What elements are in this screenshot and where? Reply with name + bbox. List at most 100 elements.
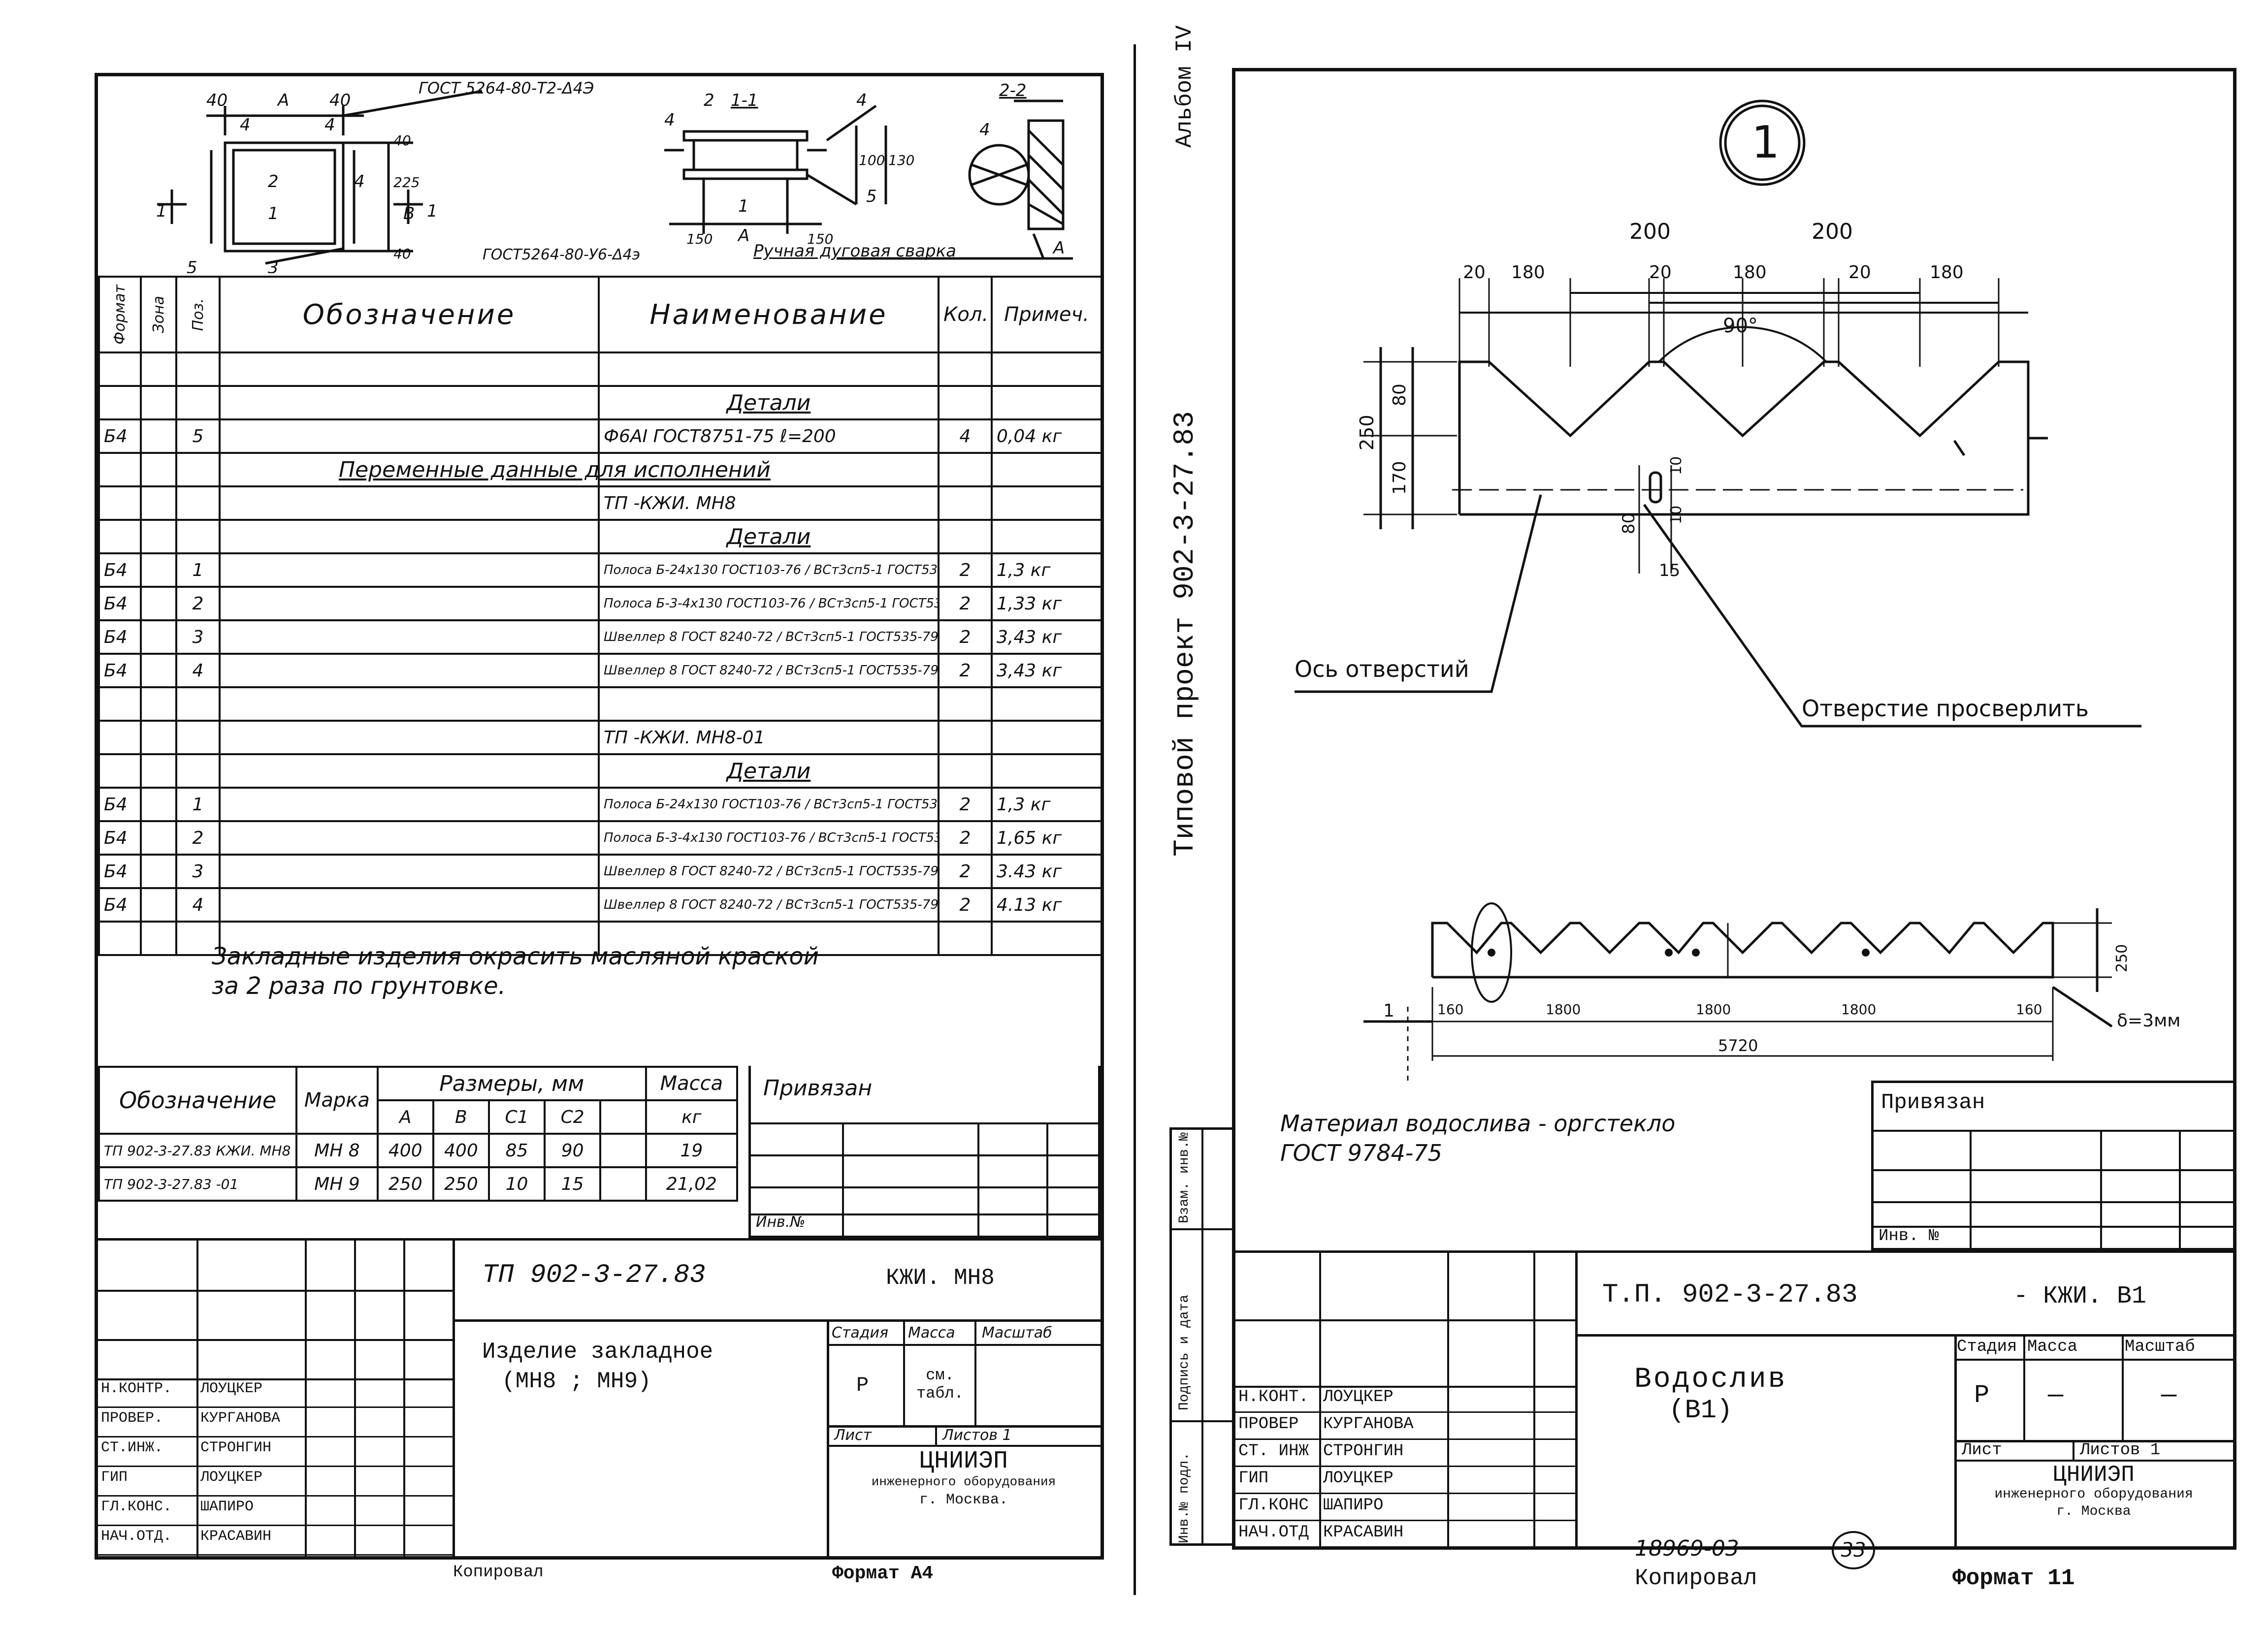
side-stamp: Взам. инв.№ Подпись и дата Инв.№ подл. xyxy=(1169,1127,1232,1546)
svg-text:1: 1 xyxy=(1383,1001,1394,1021)
weir-profile xyxy=(1458,360,2030,516)
svg-text:1: 1 xyxy=(427,201,438,221)
svg-text:180: 180 xyxy=(1930,262,1964,283)
stamp-mark-right: - КЖИ. В1 xyxy=(2013,1282,2147,1310)
svg-text:130: 130 xyxy=(888,152,914,168)
svg-text:90°: 90° xyxy=(1723,315,1758,337)
svg-text:180: 180 xyxy=(1511,262,1545,283)
svg-text:1800: 1800 xyxy=(1696,1001,1731,1018)
label-3: 3 xyxy=(268,258,279,273)
copied-left: Копировал xyxy=(453,1563,544,1582)
svg-text:1: 1 xyxy=(156,201,167,221)
svg-text:4: 4 xyxy=(324,115,335,135)
svg-text:160: 160 xyxy=(2016,1001,2042,1018)
svg-text:40: 40 xyxy=(393,132,411,149)
dim-a-top: A xyxy=(277,91,289,110)
var-row: ТП 902-3-27.83 КЖИ. МН8 МН 8 400 400 85 … xyxy=(97,1133,739,1168)
material-note-2: ГОСТ 9784-75 xyxy=(1280,1140,1442,1166)
variant-table: Обозначение Марка Размеры, мм Масса A B … xyxy=(97,1066,739,1202)
col-format: Формат xyxy=(98,276,142,353)
svg-text:100: 100 xyxy=(859,152,885,168)
svg-text:1: 1 xyxy=(268,204,279,223)
var-col-mass: Масса xyxy=(645,1066,739,1101)
format-right: Формат 11 xyxy=(1952,1565,2075,1591)
page-number: 33 xyxy=(1832,1531,1875,1569)
svg-text:160: 160 xyxy=(1437,1001,1463,1018)
stamp-title-right-2: (В1) xyxy=(1669,1396,1733,1426)
var-row: ТП 902-3-27.83 -01 МН 9 250 250 10 15 21… xyxy=(97,1166,739,1202)
svg-text:80: 80 xyxy=(1619,513,1639,534)
weir-drawing: 1 200 200 20 180 20 180 20 180 90° 250 8… xyxy=(1295,99,2180,1081)
svg-text:δ=3мм: δ=3мм xyxy=(2117,1011,2180,1031)
svg-text:250: 250 xyxy=(1356,415,1378,450)
var-col-mark: Марка xyxy=(295,1066,379,1135)
svg-text:20: 20 xyxy=(1463,262,1486,283)
svg-text:4: 4 xyxy=(664,110,675,130)
col-zone: Зона xyxy=(140,276,177,353)
privyazan-box-right: Привязан Инв. № xyxy=(1871,1081,2233,1253)
svg-text:4: 4 xyxy=(979,120,990,140)
stamp-code-right: Т.П. 902-3-27.83 xyxy=(1602,1280,1858,1310)
svg-text:4: 4 xyxy=(240,115,251,135)
svg-text:4: 4 xyxy=(856,91,867,110)
circle-number: 1 xyxy=(1751,117,1780,168)
spec-row: Детали xyxy=(98,385,1102,420)
spec-row: ТП -КЖИ. МН8-01 xyxy=(98,720,1102,755)
svg-text:170: 170 xyxy=(1390,461,1410,495)
svg-text:A: A xyxy=(1052,238,1065,258)
material-note-1: Материал водослива - оргстекло xyxy=(1280,1110,1676,1137)
paint-note-2: за 2 раза по грунтовке. xyxy=(212,972,506,1000)
svg-text:1: 1 xyxy=(738,196,749,216)
svg-text:20: 20 xyxy=(1848,262,1871,283)
svg-text:2: 2 xyxy=(704,91,714,110)
label-5: 5 xyxy=(187,258,197,273)
privyazan-label: Привязан xyxy=(763,1076,873,1101)
svg-text:5: 5 xyxy=(866,187,877,206)
svg-text:40: 40 xyxy=(393,246,411,262)
signatory-row: Н.КОНТ.ЛОУЦКЕР xyxy=(1235,1386,1575,1413)
svg-text:20: 20 xyxy=(1649,262,1672,283)
album-label: Альбом IV xyxy=(1172,25,1198,148)
left-sheet xyxy=(95,73,1104,1560)
archive-number: 18969-03 xyxy=(1635,1536,1739,1561)
stamp-code-left: ТП 902-3-27.83 xyxy=(482,1260,706,1290)
col-qty: Кол. xyxy=(938,276,993,353)
stamp-mark-left: КЖИ. МН8 xyxy=(886,1265,995,1291)
stamp-title-right-1: Водослив xyxy=(1634,1364,1787,1396)
paint-note-1: Закладные изделия окрасить масляной крас… xyxy=(212,943,819,970)
svg-text:Отверстие просверлить: Отверстие просверлить xyxy=(1802,695,2089,722)
detail-circle xyxy=(1719,99,1806,186)
spec-row xyxy=(98,351,1102,387)
col-name: Наименование xyxy=(598,276,940,353)
svg-text:B: B xyxy=(403,204,415,223)
signatory-row: Н.КОНТР.ЛОУЦКЕР xyxy=(98,1378,453,1408)
svg-text:225: 225 xyxy=(393,174,420,191)
svg-text:200: 200 xyxy=(1812,219,1853,244)
stamp-title-left-1: Изделие закладное xyxy=(482,1339,713,1365)
svg-text:150: 150 xyxy=(686,231,713,247)
svg-text:15: 15 xyxy=(1659,561,1680,580)
svg-text:200: 200 xyxy=(1629,219,1671,244)
binding-line xyxy=(1134,44,1136,1595)
spec-row xyxy=(98,686,1102,722)
col-note: Примеч. xyxy=(991,276,1102,353)
gost-note-top: ГОСТ 5264-80-Т2-Δ4Э xyxy=(419,79,594,97)
inv-no-label: Инв.№ xyxy=(756,1213,806,1231)
col-designation: Обозначение xyxy=(219,276,600,353)
small-profile xyxy=(1431,922,2054,979)
